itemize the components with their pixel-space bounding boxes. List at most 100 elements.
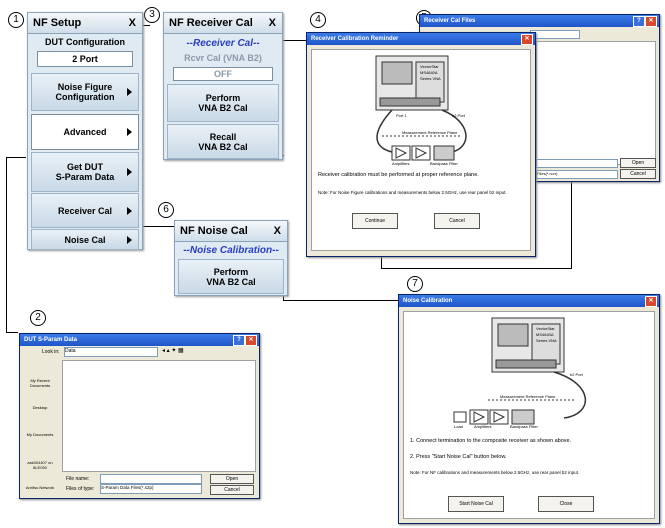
dialog-title: Receiver Calibration Reminder✕: [307, 33, 535, 45]
dialog-title: Noise Calibration✕: [399, 295, 659, 307]
load-label: Load: [454, 424, 463, 429]
receiver-cal-button[interactable]: Receiver Cal: [31, 193, 139, 228]
look-in-select[interactable]: Data: [64, 347, 158, 357]
bandpass-label: Bandpass Filter: [510, 424, 538, 429]
callout-4: 4: [310, 12, 326, 28]
connector-line: [6, 157, 26, 158]
places-item[interactable]: Desktop: [32, 405, 48, 410]
connector-line: [283, 300, 399, 301]
noise-note: Note: For NF calibrations and measuremen…: [410, 470, 580, 475]
connector-line: [381, 254, 382, 268]
chevron-right-icon: [127, 168, 132, 176]
file-list[interactable]: [536, 41, 656, 165]
ref-plane-label: Measurement Reference Plane: [500, 394, 556, 399]
section-label: DUT Configuration: [45, 37, 125, 47]
reminder-message: Receiver calibration must be performed a…: [318, 172, 479, 178]
close-button[interactable]: Close: [538, 496, 594, 512]
toolbar-icons: ◂ ▴ ✦ ▦: [162, 348, 184, 354]
setup-diagram: [375, 55, 467, 161]
rcvr-cal-value: OFF: [173, 67, 273, 81]
chevron-right-icon: [127, 88, 132, 96]
rcvr-cal-label: Rcvr Cal (VNA B2): [184, 53, 262, 63]
file-type-label: Files of type:: [66, 486, 95, 492]
ref-plane-label: Measurement Reference Plane: [402, 130, 458, 135]
b2-port-label: b2 Port: [570, 372, 583, 377]
chevron-right-icon: [127, 235, 132, 244]
connector-line: [279, 40, 307, 41]
section-label: --Receiver Cal--: [186, 38, 260, 49]
continue-button[interactable]: Continue: [352, 213, 398, 229]
noise-cal-button[interactable]: Noise Cal: [31, 229, 139, 250]
dialog-title: DUT S-Param Data?✕: [20, 334, 259, 346]
amplifiers-label: Amplifiers: [392, 161, 410, 166]
callout-1: 1: [8, 12, 24, 28]
b2-port-label: b2 Port: [452, 113, 465, 118]
close-icon[interactable]: ✕: [645, 296, 657, 307]
close-icon[interactable]: ✕: [245, 335, 257, 346]
cancel-button[interactable]: Cancel: [210, 485, 254, 495]
places-bar: My Recent Documents Desktop My Documents…: [22, 360, 58, 494]
places-item[interactable]: ask004407 on 8LE030: [27, 460, 53, 470]
cancel-button[interactable]: Cancel: [434, 213, 480, 229]
reminder-note: Note: For Noise Figure calibrations and …: [318, 190, 507, 195]
port1-label: Port 1: [396, 113, 407, 118]
close-icon[interactable]: ✕: [521, 34, 533, 45]
connector-line: [6, 157, 7, 332]
places-item[interactable]: My Recent Documents: [29, 378, 51, 388]
connector-line: [126, 226, 174, 227]
dut-sparam-dialog: DUT S-Param Data?✕ Look in: Data ◂ ▴ ✦ ▦…: [19, 333, 260, 499]
places-item[interactable]: Anritsu Network: [25, 485, 55, 490]
chevron-right-icon: [127, 128, 132, 136]
receiver-cal-reminder-dialog: Receiver Calibration Reminder✕ VectorSta…: [306, 32, 536, 257]
look-in-select[interactable]: [530, 30, 580, 39]
advanced-button[interactable]: Advanced: [31, 114, 139, 150]
step-2-text: 2. Press "Start Noise Cal" button below.: [410, 454, 507, 460]
connector-line: [381, 268, 571, 269]
close-icon[interactable]: ✕: [645, 16, 657, 27]
file-name-input[interactable]: [536, 159, 618, 168]
open-button[interactable]: Open: [620, 158, 656, 168]
connector-line: [6, 332, 18, 333]
amplifiers-label: Amplifiers: [474, 424, 492, 429]
close-icon[interactable]: X: [273, 225, 281, 237]
look-in-label: Look in:: [42, 349, 60, 355]
callout-3: 3: [144, 7, 160, 23]
help-icon[interactable]: ?: [233, 335, 245, 346]
help-icon[interactable]: ?: [633, 16, 645, 27]
close-icon[interactable]: X: [128, 17, 136, 29]
start-noise-cal-button[interactable]: Start Noise Cal: [448, 496, 504, 512]
bandpass-label: Bandpass Filter: [430, 161, 458, 166]
connector-line: [571, 182, 572, 269]
callout-7: 7: [407, 276, 423, 292]
places-item[interactable]: My Documents: [26, 432, 54, 437]
port-value[interactable]: 2 Port: [37, 51, 133, 67]
step-1-text: 1. Connect termination to the composite …: [410, 438, 572, 444]
file-name-input[interactable]: [100, 474, 202, 484]
callout-6: 6: [158, 202, 174, 218]
file-type-select[interactable]: Files(*.rcvr): [536, 170, 618, 179]
file-type-select[interactable]: S-Param Data Files(*.s2p): [100, 484, 202, 494]
cancel-button[interactable]: Cancel: [620, 169, 656, 179]
callout-2: 2: [30, 310, 46, 326]
close-icon[interactable]: X: [268, 17, 276, 29]
section-label: --Noise Calibration--: [183, 245, 279, 256]
file-list[interactable]: [62, 360, 256, 472]
dialog-title: Receiver Cal Files?✕: [420, 15, 659, 27]
open-button[interactable]: Open: [210, 474, 254, 484]
